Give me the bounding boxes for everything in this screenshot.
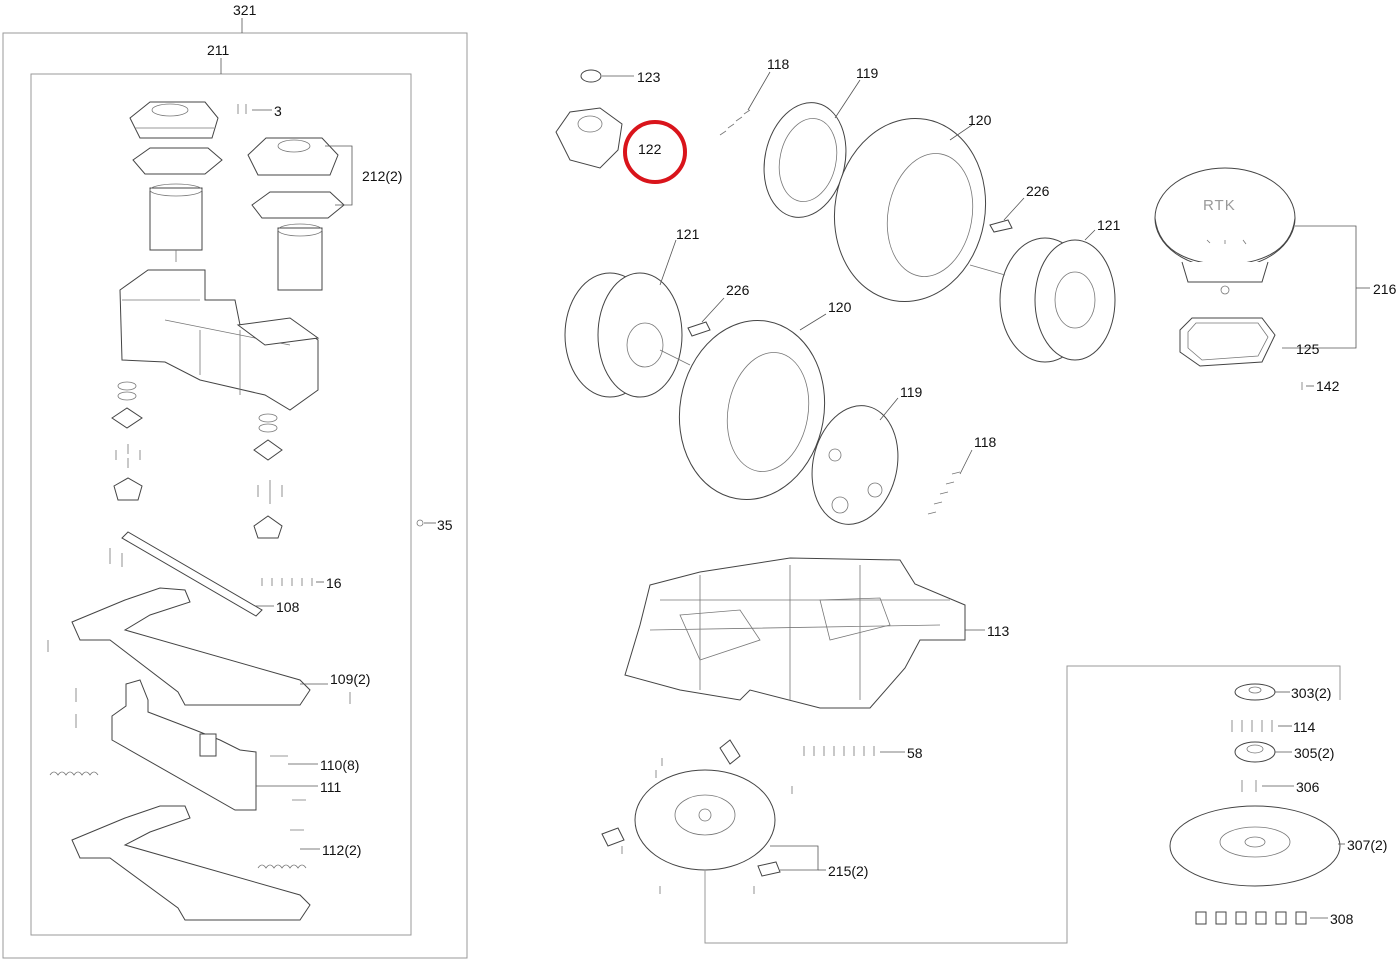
blade-disc-left <box>601 739 793 894</box>
assembly-frame-321: 321 <box>2 2 468 959</box>
label-120a: 120 <box>968 112 992 128</box>
swing-arm-lower: 112(2) <box>71 805 361 921</box>
label-307: 307(2) <box>1347 837 1387 853</box>
tire-120-lower: 120 <box>678 299 852 501</box>
blade-assembly-frame <box>704 665 1341 944</box>
label-118a: 118 <box>767 56 790 72</box>
motor-left <box>149 183 203 262</box>
label-122: 122 <box>638 141 662 157</box>
label-110: 110(8) <box>320 757 359 773</box>
motor-cover-top <box>129 101 219 139</box>
wheel-motor-121-left: 121 <box>564 226 700 398</box>
screws-114: 114 <box>1231 719 1316 735</box>
label-216: 216 <box>1373 281 1397 297</box>
screws-58: 58 <box>803 745 923 761</box>
mount-hardware-right <box>253 413 283 539</box>
label-211: 211 <box>207 42 230 58</box>
screw-142: 142 <box>1301 378 1340 394</box>
label-plate-226-lower: 226 <box>687 282 750 337</box>
screws-118-lower: 118 <box>927 434 997 515</box>
label-303: 303(2) <box>1291 685 1331 701</box>
label-321: 321 <box>233 2 257 18</box>
tire-120-top: 120 <box>833 112 992 303</box>
label-108: 108 <box>276 599 300 615</box>
label-119b: 119 <box>900 384 923 400</box>
leaders-216: 216 125 <box>1282 225 1397 357</box>
label-16: 16 <box>326 575 342 591</box>
label-120b: 120 <box>828 299 852 315</box>
screws-3: 3 <box>237 103 282 119</box>
gasket-125 <box>1179 317 1276 367</box>
label-118b: 118 <box>974 434 997 450</box>
label-35: 35 <box>437 517 453 533</box>
label-plate-226-top: 226 <box>989 183 1050 233</box>
springs <box>49 771 307 869</box>
label-215: 215(2) <box>828 863 868 879</box>
screws-16: 16 <box>261 575 342 591</box>
assembly-frame-211: 211 <box>30 42 412 936</box>
label-119a: 119 <box>856 65 879 81</box>
rtk-logo-text: RTK <box>1203 197 1236 214</box>
label-109: 109(2) <box>330 671 370 687</box>
wheel-cover-119-lower: 119 <box>811 384 923 525</box>
label-114: 114 <box>1293 719 1316 735</box>
label-226b: 226 <box>726 282 750 298</box>
leaders-215: 215(2) <box>770 845 868 879</box>
label-142: 142 <box>1316 378 1340 394</box>
motor-cover-right: 212(2) <box>247 137 402 291</box>
screws-118-top: 118 <box>719 56 790 136</box>
gear-123: 123 <box>580 69 661 85</box>
gasket-top <box>132 147 223 175</box>
label-113: 113 <box>987 623 1010 639</box>
label-308: 308 <box>1330 911 1354 927</box>
hub-122 <box>555 107 623 169</box>
rail-108: 108 <box>109 531 300 617</box>
part-35: 35 <box>416 517 453 533</box>
label-226a: 226 <box>1026 183 1050 199</box>
label-121b: 121 <box>1097 217 1121 233</box>
wheel-motor-121-right: 121 <box>969 217 1121 363</box>
highlight-circle-122: 122 <box>623 120 687 184</box>
label-58: 58 <box>907 745 923 761</box>
chassis-bracket-111: 111 <box>111 679 341 811</box>
blade-disc-307: 307(2) <box>1169 805 1387 887</box>
bearing-305: 305(2) <box>1234 741 1334 763</box>
label-306: 306 <box>1296 779 1320 795</box>
label-121a: 121 <box>676 226 700 242</box>
motor-housing <box>119 269 320 411</box>
label-212: 212(2) <box>362 168 402 184</box>
mount-hardware-left <box>111 381 143 501</box>
base-plate-113: 113 <box>624 557 1010 709</box>
screws-306: 306 <box>1241 779 1320 795</box>
label-123: 123 <box>637 69 661 85</box>
bolts-110: 110(8) <box>270 755 359 831</box>
swing-arm-upper: 109(2) <box>47 587 370 728</box>
blade-hub-303: 303(2) <box>1234 683 1331 701</box>
label-3: 3 <box>274 103 282 119</box>
label-112: 112(2) <box>322 842 361 858</box>
wheel-cover-119-top: 119 <box>763 65 879 218</box>
rtk-antenna-216: RTK <box>1154 167 1296 295</box>
label-125: 125 <box>1296 341 1320 357</box>
label-111: 111 <box>320 779 341 795</box>
nuts-308: 308 <box>1195 911 1354 927</box>
label-305: 305(2) <box>1294 745 1334 761</box>
